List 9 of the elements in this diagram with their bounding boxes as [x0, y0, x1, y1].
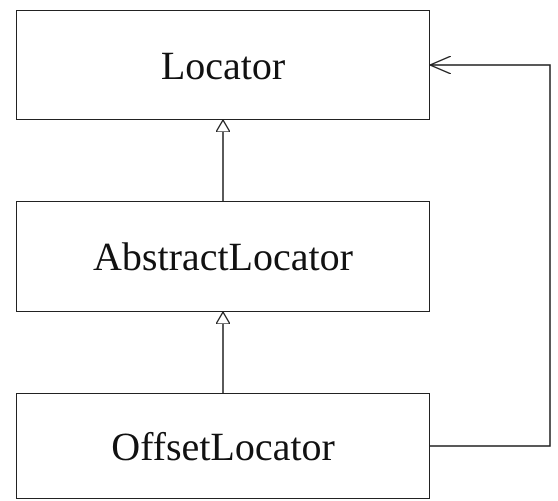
class-name: Locator: [160, 42, 286, 88]
class-name: OffsetLocator: [111, 422, 335, 470]
class-box: [16, 201, 430, 312]
arrow: [215, 311, 231, 393]
class-box: [16, 393, 430, 499]
class-name: AbstractLocator: [93, 233, 353, 280]
arrow: [429, 55, 551, 447]
arrow: [215, 119, 231, 201]
class-box: [16, 10, 430, 120]
